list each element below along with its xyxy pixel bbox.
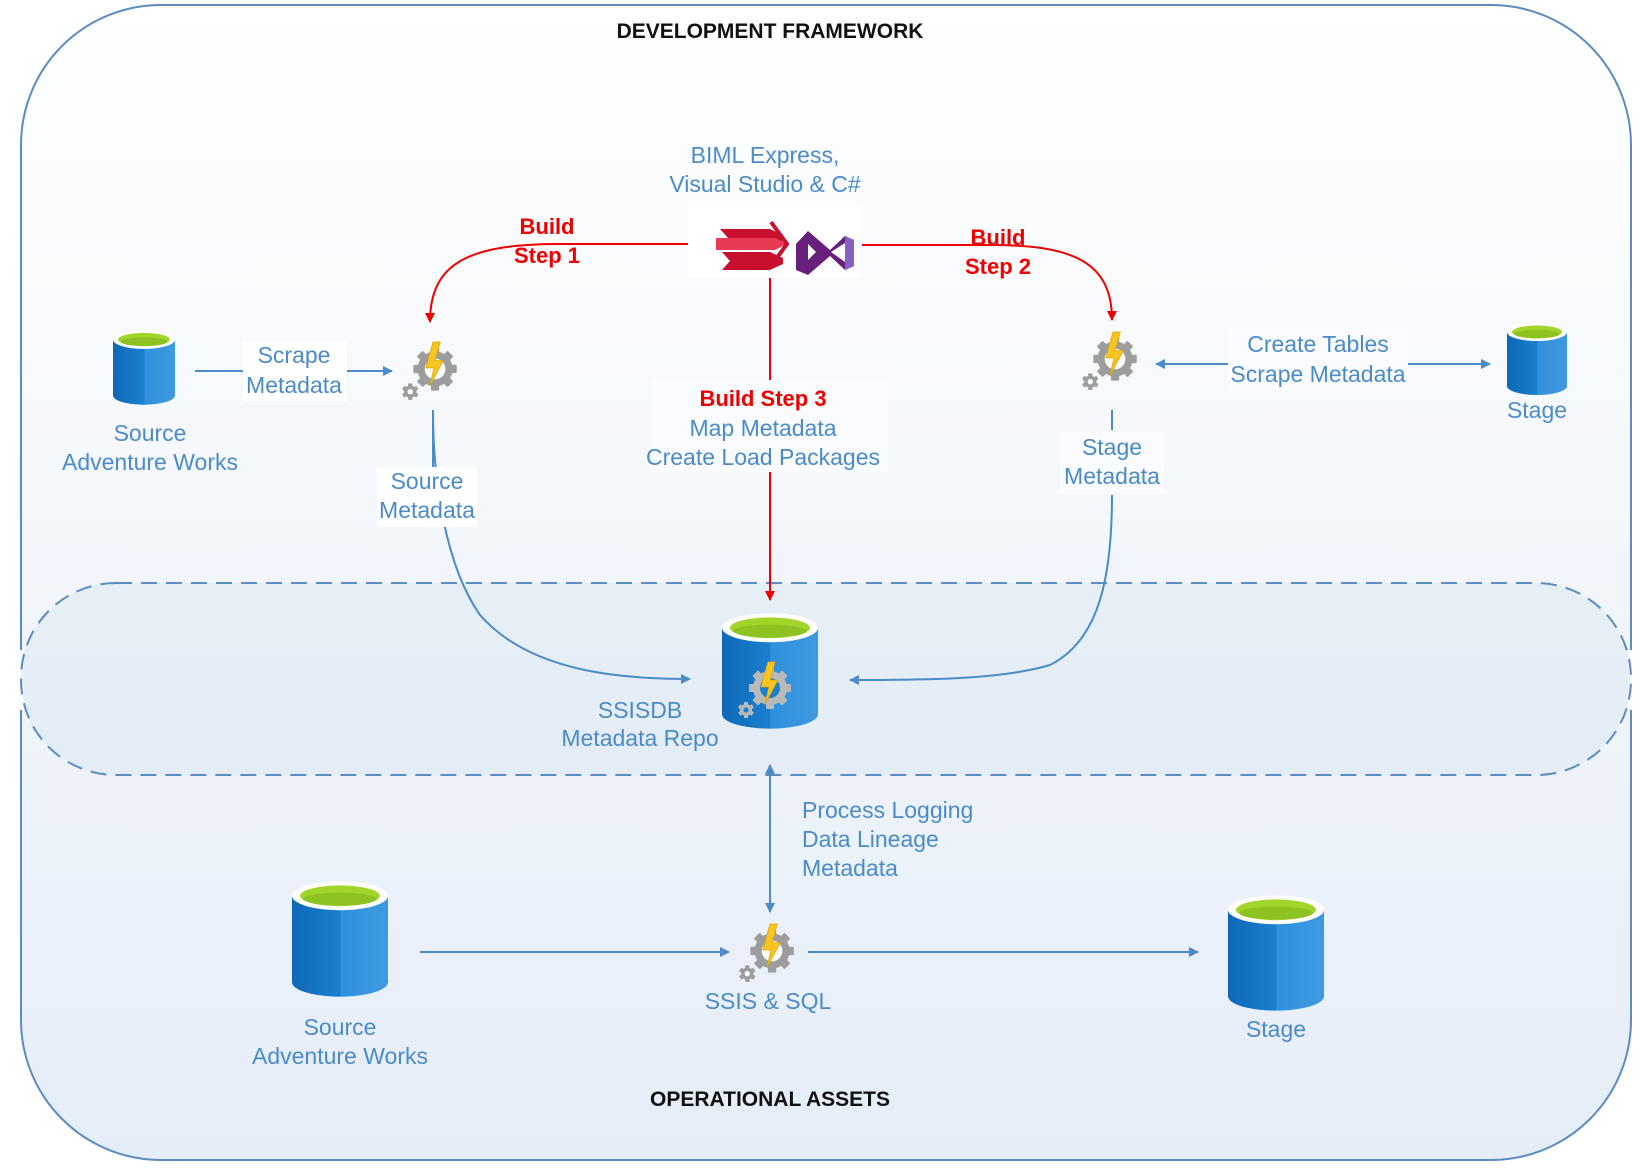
repo-dashed-band — [20, 582, 1632, 776]
dev-source-label-line2: Adventure Works — [62, 449, 238, 475]
scrape-metadata-label-bg — [243, 341, 347, 401]
process-logging-label-line2: Data Lineage — [802, 826, 939, 852]
repo-label-line1: SSISDB — [598, 697, 682, 723]
ops-source-label-line2: Adventure Works — [252, 1043, 428, 1069]
repo-label-line2: Metadata Repo — [561, 725, 718, 751]
dev-stage-database-icon — [1507, 323, 1567, 395]
build-step-1-label-line1: Build — [520, 214, 575, 239]
stage-metadata-label-line1: Stage — [1082, 434, 1142, 460]
dev-source-database-icon — [113, 330, 175, 405]
process-logging-label-line1: Process Logging — [802, 797, 973, 823]
build-step-3-label-line1: Build Step 3 — [699, 386, 826, 411]
visual-studio-icon — [796, 231, 854, 275]
stage-metadata-label-bg — [1060, 432, 1164, 494]
tool-label-line2: Visual Studio & C# — [669, 171, 861, 197]
dev-source-label-line1: Source — [114, 420, 187, 446]
ops-stage-database-icon — [1228, 895, 1324, 1011]
source-metadata-label-bg — [377, 467, 477, 527]
ops-source-database-icon — [292, 881, 388, 997]
dev-stage-label: Stage — [1507, 397, 1567, 423]
build-step-3-label-bg — [652, 380, 888, 472]
build-step-3-label-line2: Map Metadata — [689, 415, 836, 441]
build-step-2-label-line2: Step 2 — [965, 254, 1031, 279]
ssis-sql-label: SSIS & SQL — [705, 988, 832, 1014]
ops-stage-label: Stage — [1246, 1016, 1306, 1042]
stage-metadata-to-repo-connector — [849, 494, 1113, 685]
ops-source-label-line1: Source — [304, 1014, 377, 1040]
create-tables-label-line2: Scrape Metadata — [1230, 361, 1405, 387]
development-framework-title: DEVELOPMENT FRAMEWORK — [617, 20, 924, 43]
source-metadata-label-line2: Metadata — [379, 497, 475, 523]
build-step-1-arrow — [425, 243, 688, 323]
process-logging-label-line3: Metadata — [802, 855, 898, 881]
tool-label-line1: BIML Express, — [691, 142, 840, 168]
biml-logo-icon — [716, 220, 790, 270]
build-step-3-label-line3: Create Load Packages — [646, 444, 880, 470]
build-step-1-label-line2: Step 1 — [514, 243, 580, 268]
stage-metadata-label-line2: Metadata — [1064, 463, 1160, 489]
scrape-metadata-label-line1: Scrape — [258, 342, 331, 368]
operational-assets-title: OPERATIONAL ASSETS — [650, 1088, 890, 1111]
create-tables-label-bg — [1228, 328, 1408, 390]
source-metadata-label-line1: Source — [391, 468, 464, 494]
build-step-2-label-line1: Build — [971, 225, 1026, 250]
build-step-2-arrow — [862, 244, 1117, 321]
create-tables-label-line1: Create Tables — [1247, 331, 1389, 357]
scrape-metadata-label-line2: Metadata — [246, 372, 342, 398]
